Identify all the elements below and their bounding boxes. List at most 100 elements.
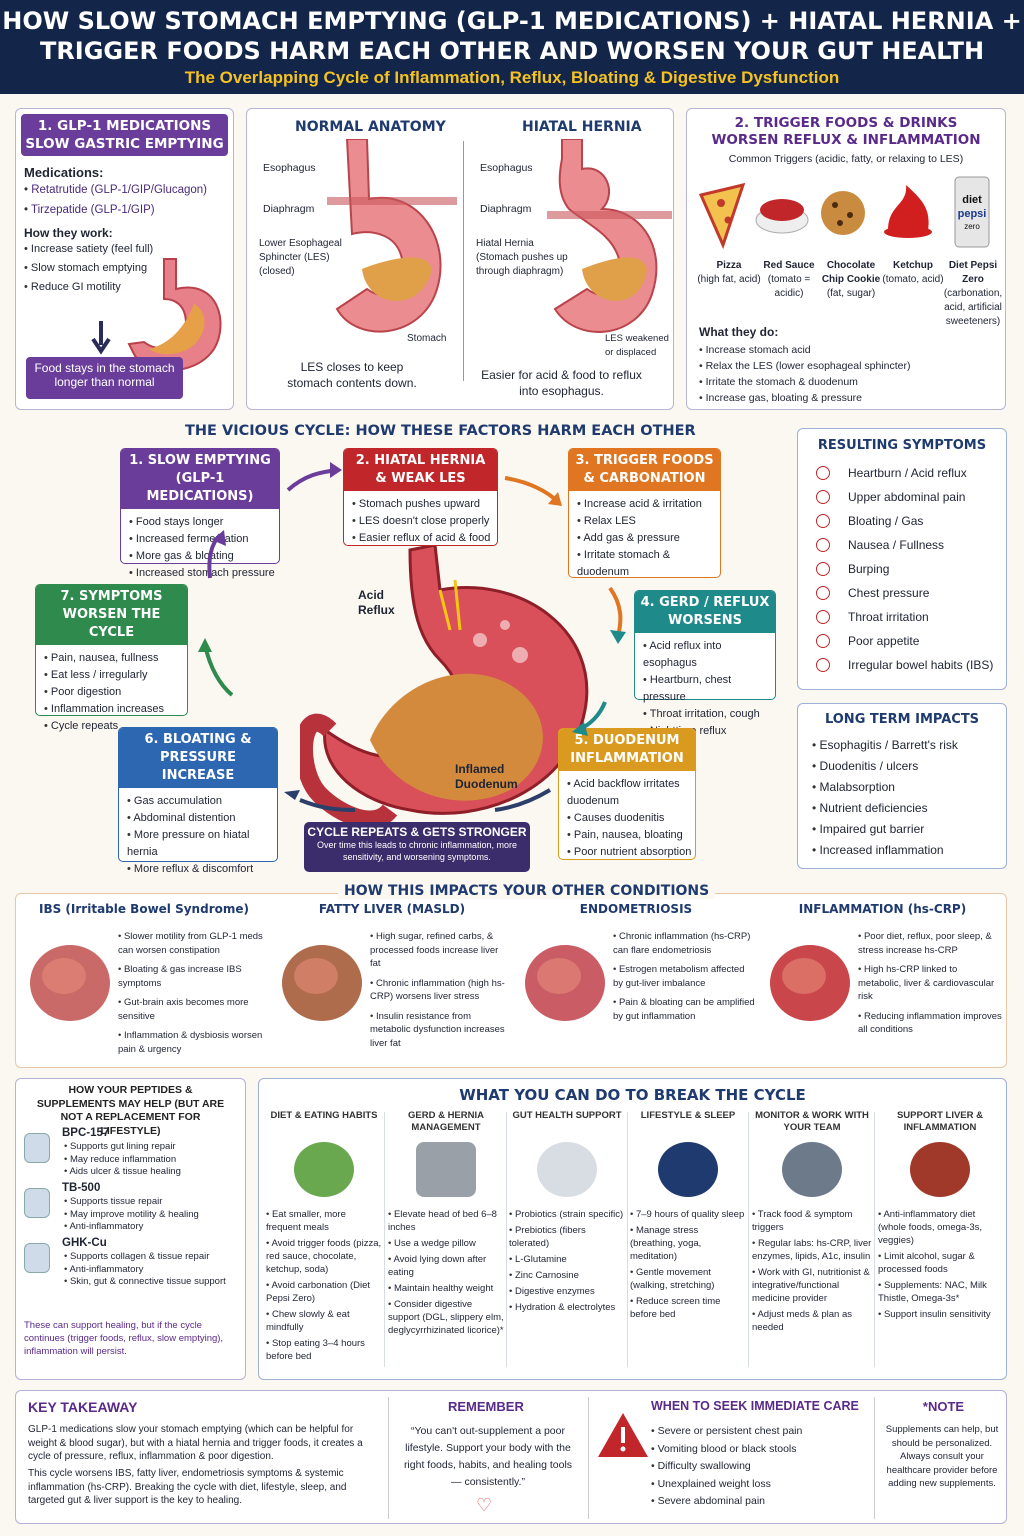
- glp1-title-line2: SLOW GASTRIC EMPTYING: [25, 136, 224, 152]
- acid-reflux-label: Acid Reflux: [358, 588, 395, 617]
- doctor-icon: [782, 1142, 842, 1197]
- liver-icon: [910, 1142, 970, 1197]
- list-item: Track food & symptom triggers: [752, 1208, 872, 1234]
- list-item: Skin, gut & connective tissue support: [64, 1276, 226, 1289]
- symptom-row: Poor appetite: [816, 629, 1006, 653]
- cycle-box-1: 1. SLOW EMPTYING (GLP-1 MEDICATIONS) Foo…: [120, 448, 280, 579]
- action-divider: [627, 1112, 628, 1367]
- symptom-label: Burping: [848, 562, 890, 576]
- label-esophagus-right: Esophagus: [480, 162, 533, 174]
- peptide-points: Supports gut lining repairMay reduce inf…: [64, 1141, 181, 1179]
- symptom-label: Irregular bowel habits (IBS): [848, 658, 994, 672]
- trigger-food-name: Pizza: [716, 260, 742, 271]
- list-item: Eat less / irregularly: [44, 667, 187, 684]
- cycle-box-2-list: Stomach pushes upwardLES doesn't close p…: [344, 496, 497, 547]
- impact-list: High sugar, refined carbs, & processed f…: [370, 930, 510, 1056]
- action-list: Probiotics (strain specific)Prebiotics (…: [509, 1208, 625, 1317]
- action-divider: [384, 1112, 385, 1367]
- action-column-title: GUT HEALTH SUPPORT: [512, 1110, 622, 1121]
- cycle-box-3-title: 3. TRIGGER FOODS & CARBONATION: [569, 449, 720, 491]
- list-item: Chronic inflammation (high hs-CRP) worse…: [370, 977, 510, 1004]
- page-title-line2: TRIGGER FOODS HARM EACH OTHER AND WORSEN…: [39, 37, 985, 65]
- action-column-0: DIET & EATING HABITSEat smaller, more fr…: [266, 1110, 382, 1375]
- cycle-box-4-title: 4. GERD / REFLUX WORSENS: [635, 591, 775, 633]
- action-list: Eat smaller, more frequent mealsAvoid tr…: [266, 1208, 382, 1366]
- list-item: Anti-inflammatory diet (whole foods, ome…: [878, 1208, 1002, 1247]
- glp1-title: 1. GLP-1 MEDICATIONS SLOW GASTRIC EMPTYI…: [21, 114, 228, 156]
- list-item: Increase stomach acid: [699, 342, 910, 358]
- long-term-list: Esophagitis / Barrett's riskDuodenitis /…: [798, 727, 1006, 861]
- glp1-note: Food stays in the stomach longer than no…: [26, 357, 183, 399]
- peptide-item: TB-500Supports tissue repairMay improve …: [24, 1182, 242, 1237]
- cycle-box-6-title: 6. BLOATING & PRESSURE INCREASE: [119, 728, 277, 788]
- list-item: Aids ulcer & tissue healing: [64, 1166, 180, 1179]
- action-divider: [748, 1112, 749, 1367]
- list-item: Avoid trigger foods (pizza, red sauce, c…: [266, 1237, 382, 1276]
- list-item: Manage stress (breathing, yoga, meditati…: [630, 1224, 746, 1263]
- footer-divider-1: [388, 1397, 389, 1519]
- list-item: High hs-CRP linked to metabolic, liver &…: [858, 963, 1003, 1004]
- list-item: Vomiting blood or black stools: [651, 1441, 802, 1459]
- list-item: Chronic inflammation (hs-CRP) can flare …: [613, 930, 755, 957]
- trigger-food-desc: (carbonation, acid, artificial sweetener…: [943, 288, 1003, 327]
- list-item: High sugar, refined carbs, & processed f…: [370, 930, 510, 971]
- list-item: Prebiotics (fibers tolerated): [509, 1224, 625, 1250]
- impact-illustration-0: [30, 945, 110, 1021]
- hiatal-hernia-title: HIATAL HERNIA: [522, 119, 642, 135]
- symptom-icon: [816, 562, 830, 576]
- symptom-label: Chest pressure: [848, 586, 930, 600]
- impacts-title: HOW THIS IMPACTS YOUR OTHER CONDITIONS: [338, 883, 716, 899]
- key-takeaway-title: KEY TAKEAWAY: [28, 1399, 138, 1415]
- list-item: Support insulin sensitivity: [878, 1308, 1002, 1321]
- list-item: Supports gut lining repair: [64, 1141, 181, 1154]
- remember-text: “You can't out-supplement a poor lifesty…: [403, 1425, 573, 1488]
- page-subtitle: The Overlapping Cycle of Inflammation, R…: [184, 68, 840, 87]
- normal-anatomy-title: NORMAL ANATOMY: [295, 119, 446, 135]
- list-item: Gut-brain axis becomes more sensitive: [118, 996, 266, 1023]
- action-list: Anti-inflammatory diet (whole foods, ome…: [878, 1208, 1002, 1324]
- list-item: Malabsorption: [812, 777, 1006, 798]
- cycle-box-6-list: Gas accumulationAbdominal distentionMore…: [119, 793, 277, 878]
- symptom-icon: [816, 538, 830, 552]
- symptom-icon: [816, 634, 830, 648]
- down-arrow-icon: [91, 321, 111, 355]
- symptoms-title: RESULTING SYMPTOMS: [817, 438, 987, 453]
- impact-column-title: FATTY LIVER (MASLD): [318, 902, 466, 916]
- list-item: Supports collagen & tissue repair: [64, 1251, 226, 1264]
- cycle-title: THE VICIOUS CYCLE: HOW THESE FACTORS HAR…: [185, 423, 696, 439]
- trigger-food-labels: Pizza(high fat, acid)Red Sauce(tomato = …: [691, 259, 1003, 334]
- symptom-row: Chest pressure: [816, 581, 1006, 605]
- salad-plate-icon: [294, 1142, 354, 1197]
- cycle-box-5-list: Acid backflow irritates duodenumCauses d…: [559, 776, 695, 861]
- list-item: Relax LES: [577, 513, 720, 530]
- list-item: Use a wedge pillow: [388, 1237, 504, 1250]
- symptoms-panel: RESULTING SYMPTOMS Heartburn / Acid refl…: [797, 428, 1007, 690]
- cycle-box-3-list: Increase acid & irritationRelax LESAdd g…: [569, 496, 720, 581]
- label-esophagus-left: Esophagus: [263, 162, 316, 174]
- trigger-title: 2. TRIGGER FOODS & DRINKS WORSEN REFLUX …: [687, 115, 1005, 149]
- trigger-foods-panel: 2. TRIGGER FOODS & DRINKS WORSEN REFLUX …: [686, 108, 1006, 410]
- list-item: Abdominal distention: [127, 810, 277, 827]
- symptom-icon: [816, 586, 830, 600]
- moon-sleep-icon: [658, 1142, 718, 1197]
- trigger-food-name: Ketchup: [893, 260, 933, 271]
- list-item: Hydration & electrolytes: [509, 1301, 625, 1314]
- cycle-box-2: 2. HIATAL HERNIA & WEAK LES Stomach push…: [343, 448, 498, 546]
- hernia-stomach-illustration: [547, 139, 672, 333]
- symptom-label: Bloating / Gas: [848, 514, 924, 528]
- impact-illustration-2: [525, 945, 605, 1021]
- action-list: Elevate head of bed 6–8 inchesUse a wedg…: [388, 1208, 504, 1340]
- svg-text:zero: zero: [964, 222, 980, 231]
- symptom-label: Throat irritation: [848, 610, 929, 624]
- list-item: Insulin resistance from metabolic dysfun…: [370, 1010, 510, 1051]
- list-item: Difficulty swallowing: [651, 1458, 802, 1476]
- page-title-line1: HOW SLOW STOMACH EMPTYING (GLP-1 MEDICAT…: [2, 7, 1022, 35]
- list-item: Cycle repeats: [44, 718, 187, 735]
- action-divider: [506, 1112, 507, 1367]
- list-item: Heartburn, chest pressure: [643, 672, 775, 706]
- warning-icon: [598, 1413, 648, 1457]
- symptom-label: Upper abdominal pain: [848, 490, 966, 504]
- trigger-food-name: Red Sauce: [763, 260, 815, 271]
- caption-hernia: Easier for acid & food to reflux into es…: [481, 368, 642, 398]
